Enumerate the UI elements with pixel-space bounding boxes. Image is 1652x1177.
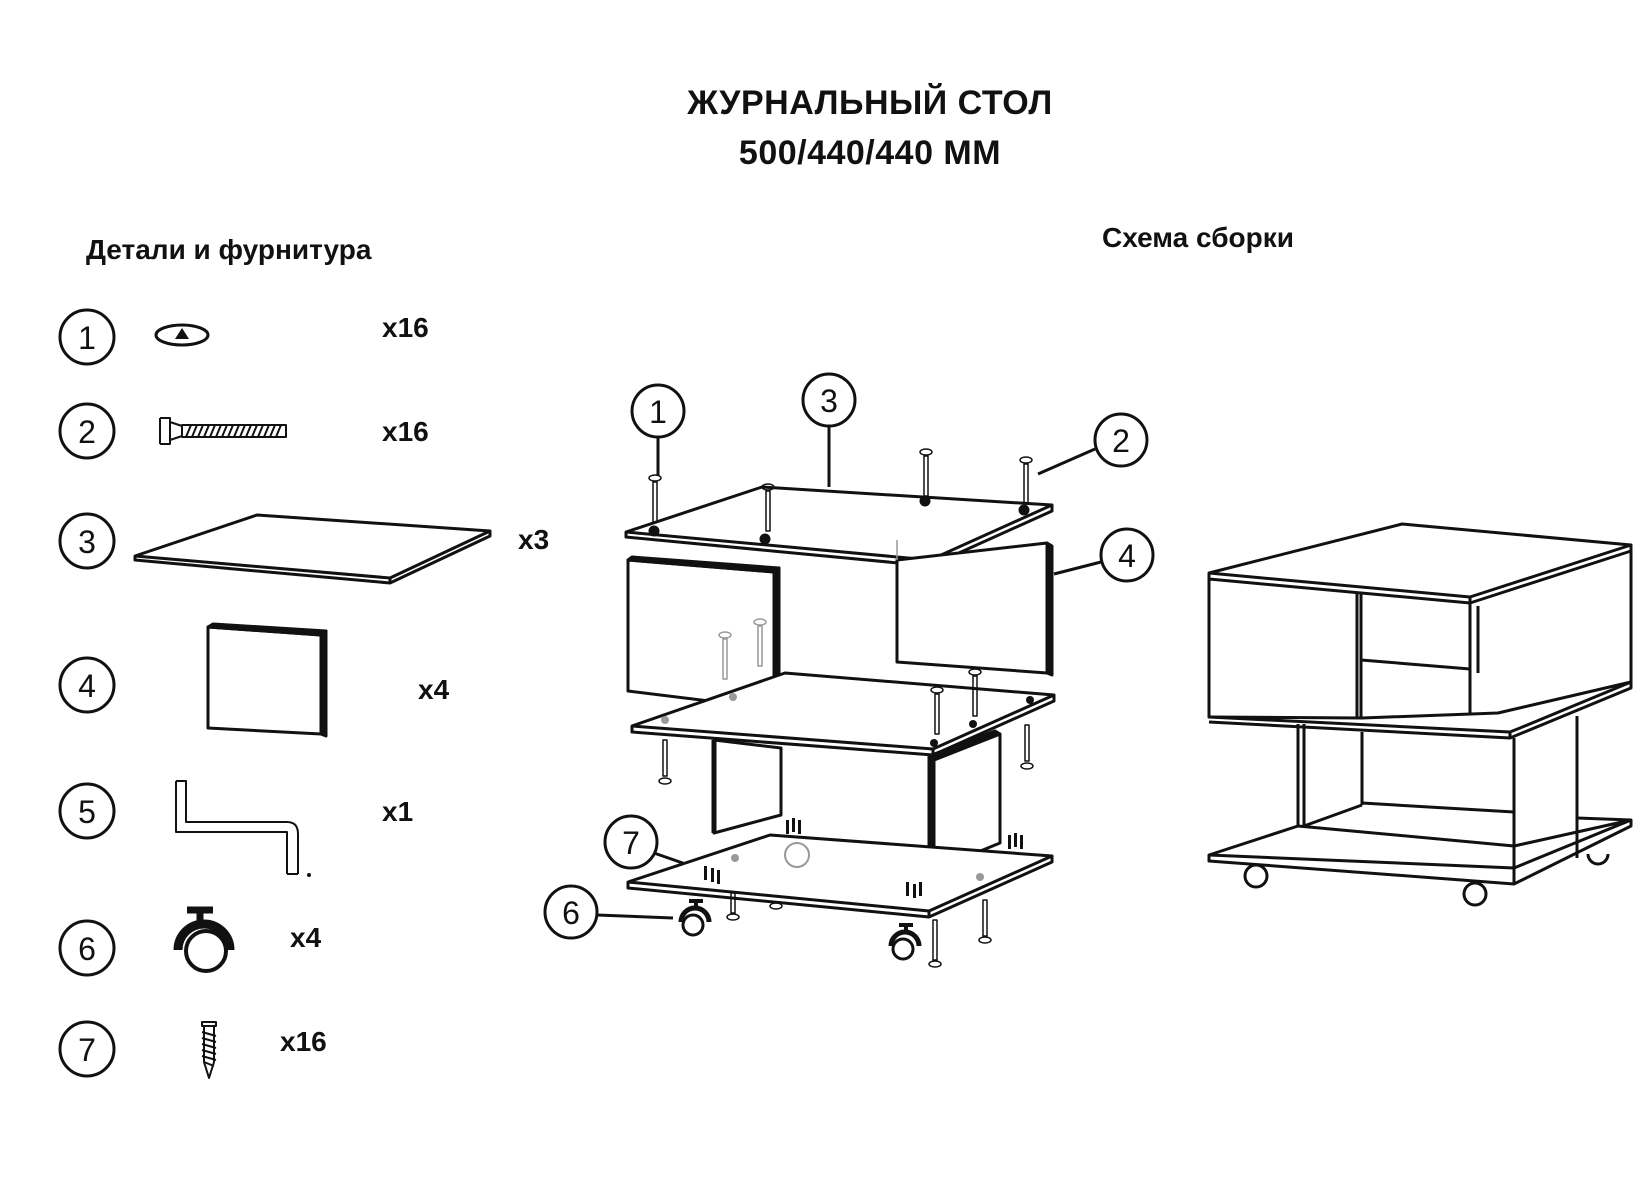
exploded-upper-right-panel — [895, 540, 1054, 677]
callout-4: 4 — [1053, 527, 1155, 583]
svg-text:2: 2 — [1112, 423, 1130, 459]
part-badge-2: 2 — [58, 402, 116, 460]
part-6-quantity: x4 — [290, 922, 322, 953]
part-badge-5: 5 — [58, 782, 116, 840]
part-badge-7: 7 — [58, 1020, 116, 1078]
svg-text:3: 3 — [78, 524, 96, 560]
assembly-section-heading: Схема сборки — [1102, 222, 1294, 253]
callout-2: 2 — [1037, 412, 1149, 476]
confirmat-screw-icon — [159, 417, 287, 445]
svg-text:7: 7 — [622, 825, 640, 861]
bottom-wood-screws — [704, 818, 1023, 898]
part-4-quantity: x4 — [418, 674, 450, 705]
part-badge-1: 1 — [58, 308, 116, 366]
part-5-quantity: x1 — [382, 796, 414, 827]
hex-key-icon — [175, 780, 311, 877]
page-title: ЖУРНАЛЬНЫЙ СТОЛ — [687, 84, 1053, 122]
svg-text:7: 7 — [78, 1032, 96, 1068]
svg-text:2: 2 — [78, 414, 96, 450]
svg-text:4: 4 — [1118, 538, 1136, 574]
svg-text:6: 6 — [562, 895, 580, 931]
svg-text:4: 4 — [78, 668, 96, 704]
part-badge-6: 6 — [58, 919, 116, 977]
parts-section-heading: Детали и фурнитура — [86, 234, 372, 265]
exploded-caster-right — [888, 923, 922, 961]
part-badge-3: 3 — [58, 512, 116, 570]
callout-1: 1 — [630, 383, 686, 476]
side-panel-icon — [206, 622, 328, 738]
exploded-lower-right-panel — [927, 729, 1002, 872]
svg-text:1: 1 — [649, 394, 667, 430]
part-2-quantity: x16 — [382, 416, 429, 447]
callout-3: 3 — [801, 372, 857, 487]
assembled-table — [1207, 522, 1633, 907]
callout-7: 7 — [603, 814, 698, 870]
page-subtitle-dimensions: 500/440/440 ММ — [738, 134, 1002, 172]
exploded-caster-left — [678, 899, 712, 937]
shelf-panel-icon — [133, 513, 492, 585]
part-badge-4: 4 — [58, 656, 116, 714]
callout-6: 6 — [543, 884, 674, 940]
exploded-bottom-board — [626, 833, 1054, 919]
part-1-quantity: x16 — [382, 312, 429, 343]
exploded-middle-shelf — [630, 671, 1056, 757]
svg-text:3: 3 — [820, 383, 838, 419]
svg-text:1: 1 — [78, 320, 96, 356]
wood-screw-icon — [201, 1021, 217, 1079]
svg-text:5: 5 — [78, 794, 96, 830]
caster-wheel-icon — [173, 906, 235, 973]
cam-cap-icon — [154, 323, 210, 347]
part-7-quantity: x16 — [280, 1026, 327, 1057]
top-screws — [648, 448, 1033, 532]
exploded-lower-left-panel — [711, 738, 783, 835]
part-3-quantity: x3 — [518, 524, 550, 555]
bottom-confirmat-screws — [726, 892, 992, 968]
svg-text:6: 6 — [78, 931, 96, 967]
